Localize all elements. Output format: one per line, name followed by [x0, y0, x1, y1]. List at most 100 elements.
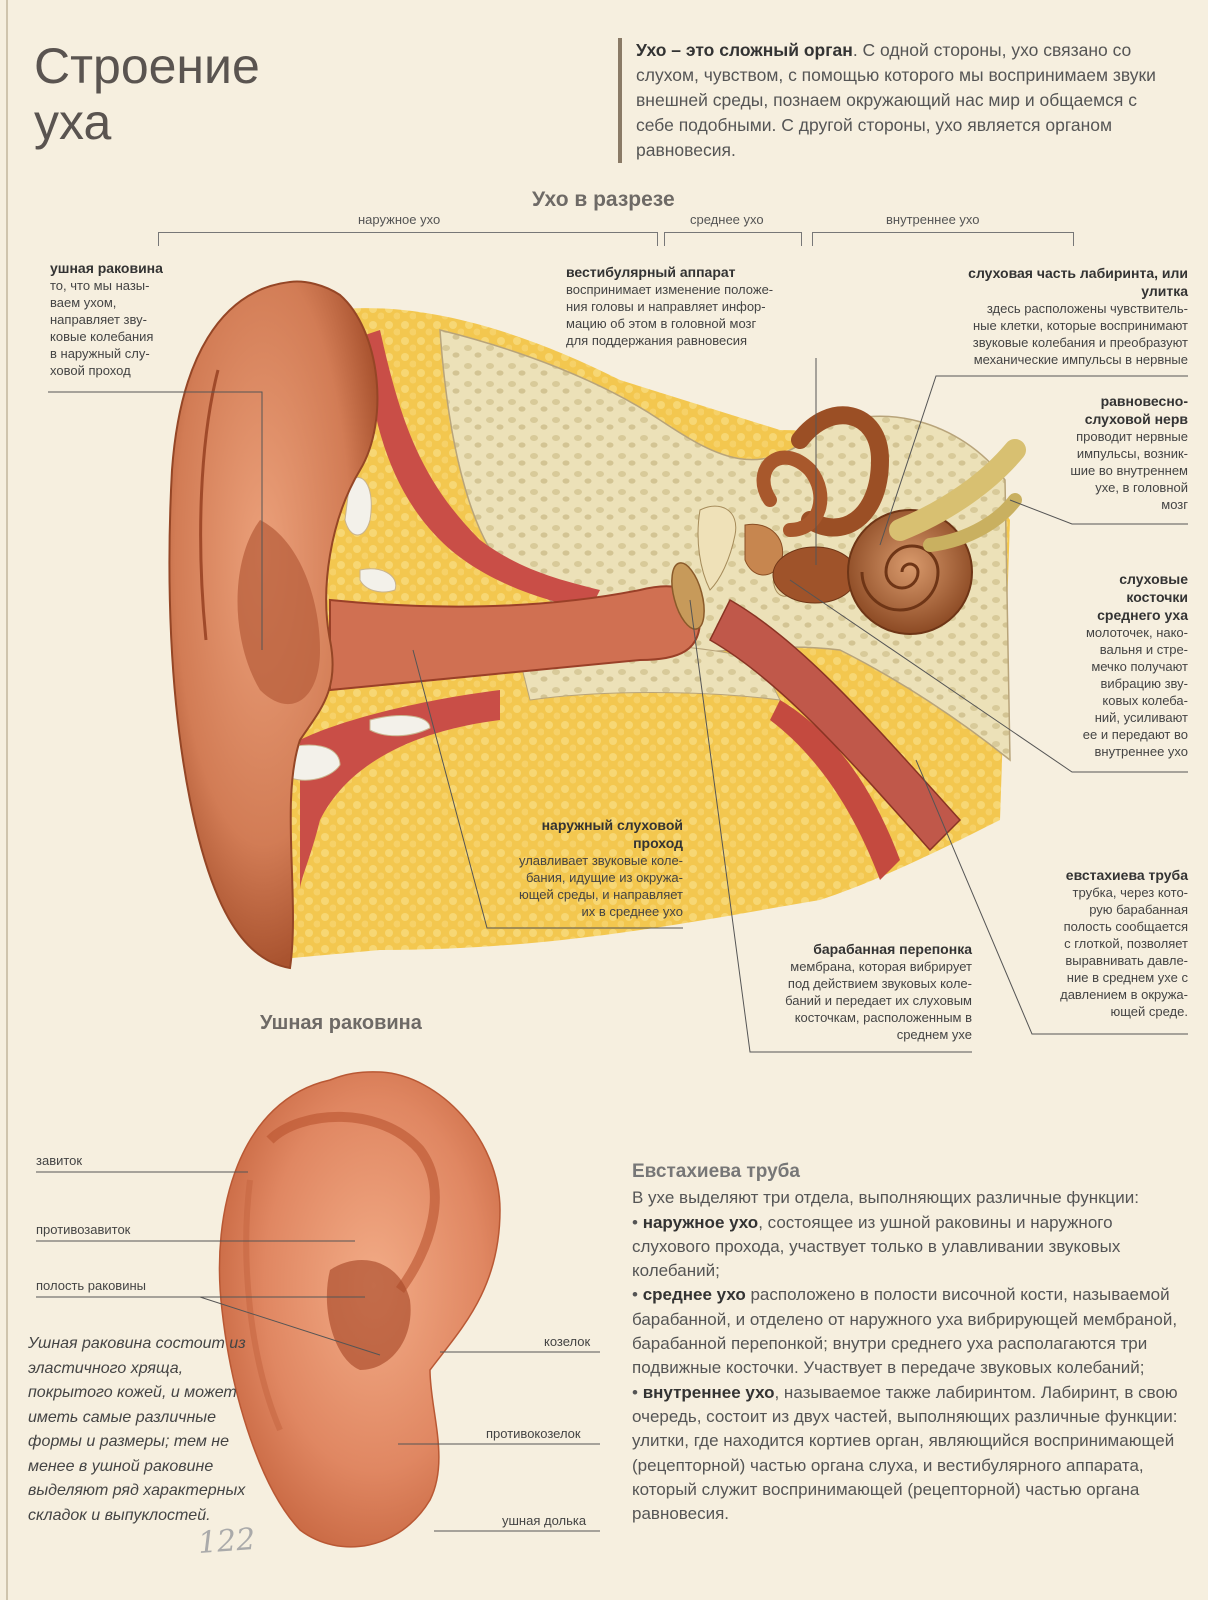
cartilage-3 [359, 568, 397, 593]
callout-canal-line: ющей среды, и направляет [519, 887, 683, 902]
muscle-lower [300, 690, 500, 890]
cartilage-4 [279, 744, 341, 781]
auricle-section [168, 280, 379, 970]
nerve-branch [923, 493, 1022, 552]
temporal-bone [439, 329, 1011, 762]
cartilage-1 [319, 405, 361, 453]
section-title: Ухо в разрезе [532, 188, 675, 211]
intro-bold: Ухо – это сложный орган [636, 40, 853, 60]
bottom-item-text: , называемое также лабиринтом. Лабиринт,… [632, 1382, 1178, 1524]
page-number: 122 [196, 1522, 257, 1561]
outer-ear-bracket [158, 232, 658, 246]
callout-canal-head: проход [633, 835, 683, 851]
label-helix: завиток [36, 1153, 83, 1168]
callout-ossicles-line: внутреннее ухо [1094, 744, 1188, 759]
callout-ossicles-line: вибрацию зву- [1100, 676, 1188, 691]
page-edge [6, 0, 8, 1600]
eardrum [671, 562, 705, 630]
cartilage-2 [344, 477, 372, 536]
outer-ear-label: наружное ухо [358, 212, 441, 227]
ossicle-stapes [773, 569, 795, 597]
callout-ossicles: слуховые косточки среднего уха молоточек… [1058, 570, 1188, 760]
callout-cochlea-head: слуховая часть лабиринта, или [968, 265, 1188, 281]
intro-text: Ухо – это сложный орган. С одной стороны… [618, 38, 1178, 163]
callout-cochlea-line: здесь расположены чувствитель- [986, 301, 1188, 316]
bottom-item-text: , состоящее из ушной раковины и наружног… [632, 1212, 1121, 1281]
pinna-antihelix-shade [266, 1111, 440, 1293]
bottom-item-1: • наружное ухо, состоящее из ушной раков… [632, 1212, 1121, 1281]
bottom-item-text: расположено в полости височной кости, на… [632, 1285, 1178, 1378]
callout-canal-line: улавливает звуковые коле- [519, 853, 683, 868]
callout-eustachian-line: полость сообщается [1063, 919, 1188, 934]
label-lobe: ушная долька [502, 1513, 587, 1528]
callout-eardrum: барабанная перепонка мембрана, которая в… [752, 940, 972, 1043]
eustachian-tube [709, 598, 962, 852]
callout-eardrum-line: мембрана, которая вибрирует [790, 959, 972, 974]
ossicle-malleus [697, 505, 737, 591]
bottom-item-2: • среднее ухо расположено в полости висо… [632, 1285, 1178, 1378]
callout-eustachian: евстахиева труба трубка, через кото- рую… [1030, 866, 1188, 1020]
callout-canal-line: их в среднее ухо [581, 904, 684, 919]
callout-eardrum-line: косточкам, расположенным в [794, 1010, 972, 1025]
callout-vestibular-line: воспринимает изменение положе- [566, 282, 774, 297]
callout-ossicles-head: среднего уха [1097, 607, 1188, 623]
callout-cochlea-head: улитка [1141, 283, 1188, 299]
pinna-lateral [218, 1071, 501, 1548]
bottom-item-bold: среднее ухо [642, 1285, 746, 1305]
page-title: Строение уха [34, 38, 394, 150]
callout-eustachian-line: давлением в окружа- [1060, 987, 1188, 1002]
muscle-right [770, 700, 900, 880]
callout-cochlea-line: механические импульсы в нервные [973, 352, 1188, 367]
label-antitragus: противокозелок [486, 1426, 581, 1441]
callout-ossicles-line: вальня и стре- [1099, 642, 1188, 657]
callout-nerve-line: импульсы, возник- [1076, 446, 1188, 461]
callout-nerve-line: шие во внутреннем [1070, 463, 1188, 478]
callout-eustachian-line: ющей среде. [1110, 1004, 1188, 1019]
callout-canal-line: бания, идущие из окружа- [526, 870, 683, 885]
callout-auricle-line: то, что мы назы- [50, 278, 150, 293]
helix-fold [199, 369, 220, 641]
concha-shadow [237, 520, 320, 705]
callout-eardrum-line: среднем ухе [896, 1027, 972, 1042]
canal-floor-bone [519, 644, 781, 701]
callout-ossicles-line: молоточек, нако- [1085, 625, 1188, 640]
callout-eardrum-line: баний и передает их слуховым [785, 993, 972, 1008]
label-antihelix: противозавиток [36, 1222, 131, 1237]
callout-eustachian-line: рую барабанная [1089, 902, 1188, 917]
callout-ossicles-line: ковых колеба- [1102, 693, 1188, 708]
callout-vestibular-line: для поддержания равновесия [566, 333, 748, 348]
semicircular-canal-1 [791, 406, 890, 537]
pinna-concha-shade [326, 1260, 411, 1370]
callout-ossicles-line: ее и передают во [1082, 727, 1188, 742]
middle-ear-label: среднее ухо [690, 212, 764, 227]
bottom-item-bold: внутреннее ухо [642, 1382, 775, 1402]
vestibule [772, 546, 858, 604]
callout-cochlea-line: звуковые колебания и преобразуют [972, 335, 1188, 350]
inner-ear-bracket [812, 232, 1074, 246]
pinna-note: Ушная раковина состоит из эластичного хр… [28, 1335, 246, 1524]
callout-eustachian-head: евстахиева труба [1065, 867, 1188, 883]
semicircular-canal-2 [756, 450, 828, 537]
leader-auricle [48, 391, 263, 650]
external-auditory-canal [329, 585, 702, 692]
bottom-text: Евстахиева труба В ухе выделяют три отде… [632, 1160, 1184, 1526]
callout-cochlea: слуховая часть лабиринта, или улитка зде… [920, 264, 1188, 368]
callout-eustachian-line: трубка, через кото- [1072, 885, 1188, 900]
callout-ossicles-head: косточки [1126, 589, 1188, 605]
callout-nerve-head: равновесно- [1100, 393, 1188, 409]
label-tragus: козелок [544, 1334, 591, 1349]
callout-canal-head: наружный слуховой [541, 817, 683, 833]
callout-auricle-line: направляет зву- [50, 312, 147, 327]
ossicle-incus [744, 523, 783, 576]
callout-auricle: ушная раковина то, что мы назы- ваем ухо… [50, 259, 200, 379]
callout-eardrum-head: барабанная перепонка [813, 941, 972, 957]
callout-eustachian-line: с глоткой, позволяет [1064, 936, 1188, 951]
callout-nerve-line: мозг [1161, 497, 1188, 512]
callout-auricle-line: ваем ухом, [50, 295, 117, 310]
callout-nerve: равновесно- слуховой нерв проводит нервн… [1038, 392, 1188, 513]
cochlea-spiral [860, 544, 940, 612]
callout-ossicles-line: ний, усиливают [1094, 710, 1188, 725]
callout-ossicles-line: мечко получают [1091, 659, 1188, 674]
middle-ear-bracket [664, 232, 802, 246]
